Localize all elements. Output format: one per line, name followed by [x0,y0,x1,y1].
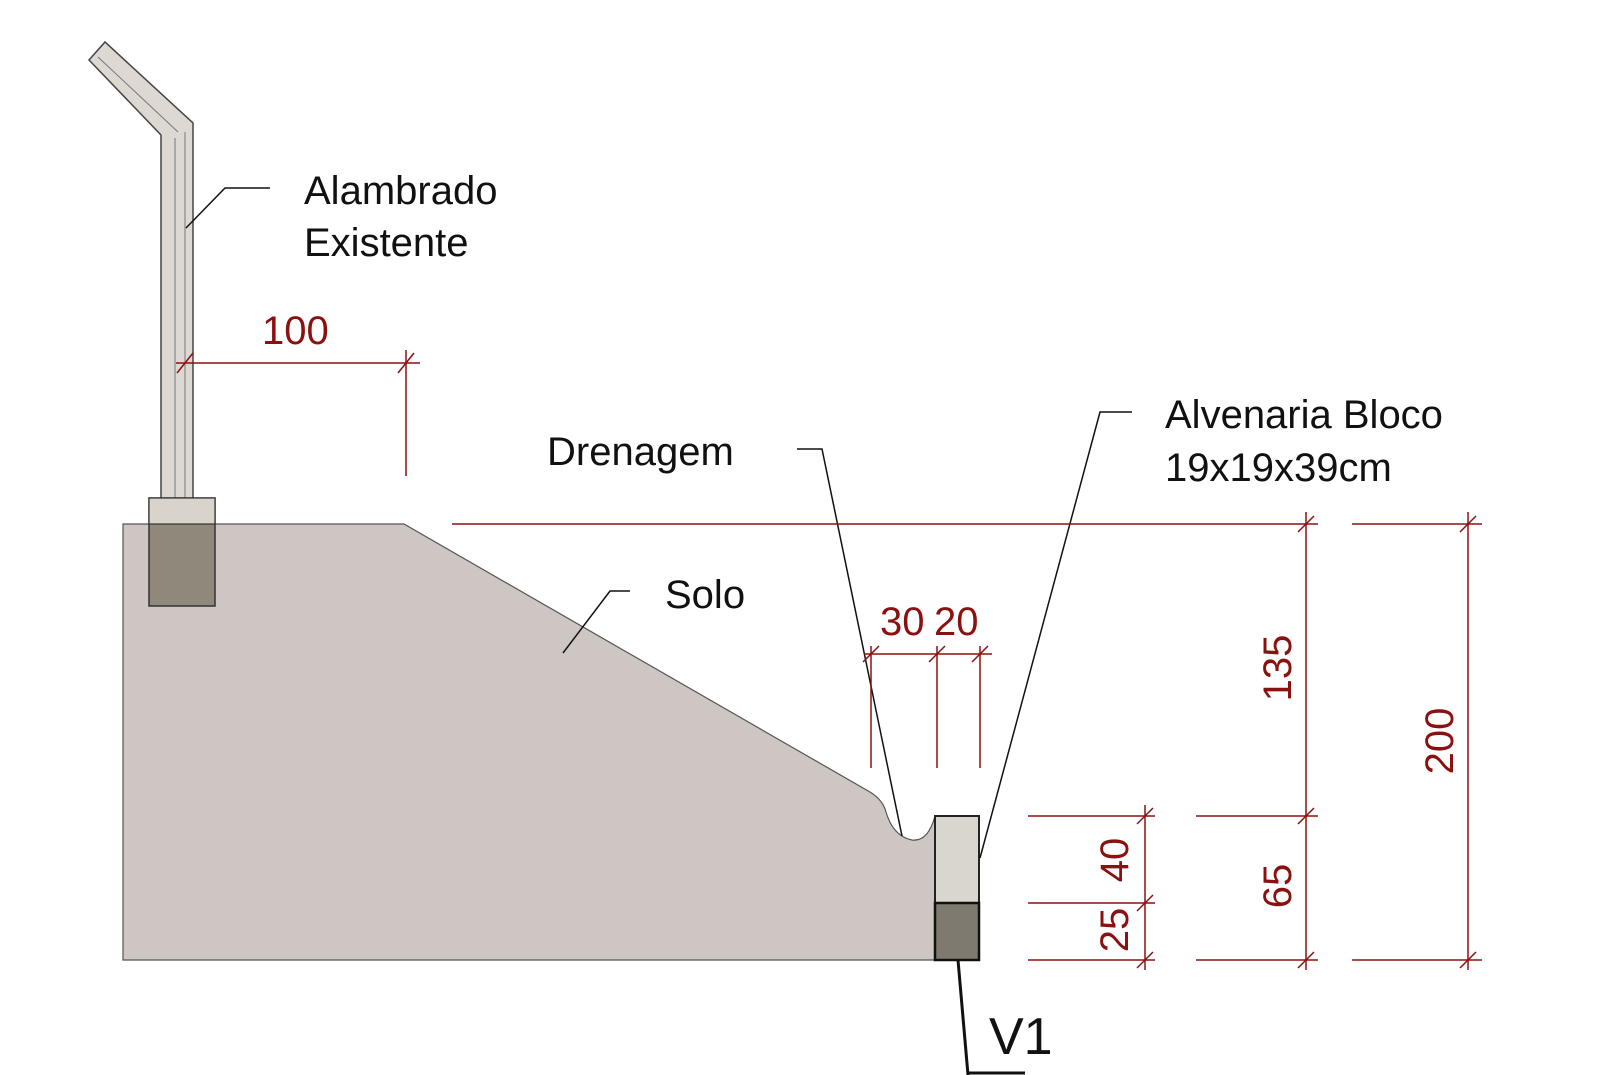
masonry-block-wall [934,815,980,904]
leader-soil [562,590,630,654]
dimension-wall-height: 40 [1093,838,1137,883]
dimension-beam-height: 25 [1093,908,1137,953]
leader-masonry [979,411,1132,859]
dimension-base-height: 65 [1256,864,1300,909]
label-masonry-line1: Alvenaria Bloco [1165,393,1443,437]
fence-post [87,40,194,501]
label-soil: Solo [665,573,745,617]
label-fence-line1: Alambrado [304,169,497,213]
label-fence-line2: Existente [304,221,469,265]
dimension-offset-top: 100 [262,309,329,353]
soil-mass [122,523,936,961]
leader-beam [956,959,970,1075]
beam-v1 [933,901,981,962]
dimension-total-height: 200 [1418,708,1462,775]
label-beam-v1: V1 [989,1008,1053,1066]
fence-post-inner-line [97,56,179,133]
fence-footing-cap [148,497,216,525]
dimension-drain-width: 30 [880,600,925,644]
label-masonry-line2: 19x19x39cm [1165,446,1392,490]
dimension-slope-height: 135 [1256,635,1300,702]
label-drainage: Drenagem [547,430,734,474]
leader-drainage [797,448,903,837]
dimension-lines [176,350,1482,970]
dimension-wall-width: 20 [934,600,979,644]
leader-fence [185,187,270,229]
